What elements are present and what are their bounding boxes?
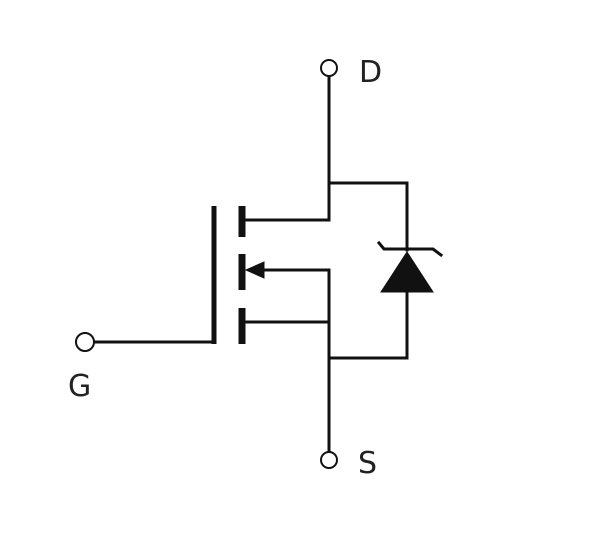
- diode-triangle-icon: [380, 251, 434, 293]
- body-diode: [327, 181, 444, 360]
- source-label: S: [358, 446, 377, 481]
- drain-terminal: D: [320, 55, 382, 222]
- diode-bottom-wire: [327, 290, 409, 360]
- source-terminal-circle: [320, 451, 338, 469]
- gate-label: G: [68, 369, 91, 404]
- drain-terminal-circle: [320, 59, 338, 77]
- body-connection: [244, 261, 331, 279]
- diode-cathode-bar: [376, 240, 444, 258]
- gate-terminal-circle: [75, 332, 95, 352]
- source-terminal: S: [320, 268, 377, 481]
- drain-label: D: [359, 55, 382, 90]
- gate-terminal: G: [68, 332, 216, 404]
- diode-top-wire: [327, 181, 409, 252]
- body-arrow-icon: [244, 261, 265, 279]
